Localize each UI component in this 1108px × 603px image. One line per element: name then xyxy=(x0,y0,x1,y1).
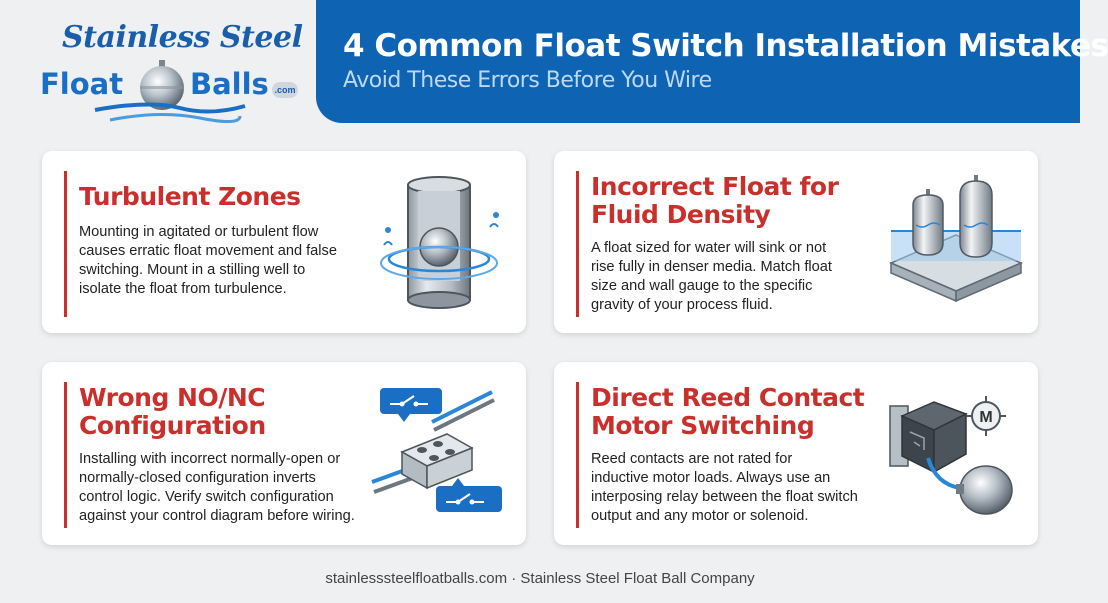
header-band xyxy=(316,0,1080,123)
card-title-line: Fluid Density xyxy=(591,200,771,229)
float-ball-logo-icon xyxy=(140,60,184,110)
water-swoosh-icon xyxy=(94,102,246,123)
card-body-line: rise fully in denser media. Match float xyxy=(591,259,832,275)
card-title-line: Direct Reed Contact xyxy=(591,383,865,412)
card-body-line: against your control diagram before wiri… xyxy=(79,508,355,524)
logo-balls-text: Balls xyxy=(190,67,269,101)
card-body-line: Reed contacts are not rated for xyxy=(591,451,793,467)
card-body: Reed contacts are not rated for inductiv… xyxy=(591,450,858,526)
card-body-line: output and any motor or solenoid. xyxy=(591,508,809,524)
card-title-line: Wrong NO/NC xyxy=(79,383,266,412)
logo: Stainless Steel Float Balls .com xyxy=(30,12,310,127)
card-body-line: isolate the float from turbulence. xyxy=(79,281,287,297)
card-title: Incorrect Float for Fluid Density xyxy=(591,172,839,229)
card-body: A float sized for water will sink or not… xyxy=(591,239,832,315)
card-body-line: size and wall gauge to the specific xyxy=(591,278,813,294)
card-title-line: Configuration xyxy=(79,411,266,440)
card-body-line: A float sized for water will sink or not xyxy=(591,240,827,256)
card-body-line: control logic. Verify switch configurati… xyxy=(79,489,334,505)
motor-symbol-label: M xyxy=(979,409,992,426)
card-body-line: gravity of your process fluid. xyxy=(591,297,773,313)
card-accent-bar xyxy=(576,171,579,317)
card-body-line: Installing with incorrect normally-open … xyxy=(79,451,341,467)
card-body: Installing with incorrect normally-open … xyxy=(79,450,355,526)
card-body: Mounting in agitated or turbulent flow c… xyxy=(79,223,337,299)
card-title-line: Turbulent Zones xyxy=(79,182,301,211)
card-title: Turbulent Zones xyxy=(79,183,301,211)
relay-motor-icon: M xyxy=(889,396,1013,515)
card-accent-bar xyxy=(576,382,579,528)
terminal-block-icon xyxy=(371,388,502,512)
card-accent-bar xyxy=(64,171,67,317)
card-body-line: interposing relay between the float swit… xyxy=(591,489,858,505)
card-title-line: Motor Switching xyxy=(591,411,815,440)
card-body-line: switching. Mount in a stilling well to xyxy=(79,262,306,278)
card-title: Direct Reed Contact Motor Switching xyxy=(591,383,865,440)
card-body-line: inductive motor loads. Always use an xyxy=(591,470,831,486)
card-title-line: Incorrect Float for xyxy=(591,172,839,201)
card-body-line: Mounting in agitated or turbulent flow xyxy=(79,224,319,240)
page-subtitle: Avoid These Errors Before You Wire xyxy=(343,68,712,93)
card-turbulent-zones: Turbulent Zones Mounting in agitated or … xyxy=(42,151,526,333)
card-title: Wrong NO/NC Configuration xyxy=(79,384,266,440)
card-reed-contact-motor: Direct Reed Contact Motor Switching Reed… xyxy=(554,362,1038,545)
logo-com-badge: .com xyxy=(272,82,298,98)
footer[interactable]: stainlesssteelfloatballs.com · Stainless… xyxy=(325,570,755,587)
card-no-nc-configuration: Wrong NO/NC Configuration Installing wit… xyxy=(42,362,526,545)
card-accent-bar xyxy=(64,382,67,528)
card-body-line: causes erratic float movement and false xyxy=(79,243,337,259)
logo-float-text: Float xyxy=(40,67,124,101)
card-body-line: normally-closed configuration inverts xyxy=(79,470,316,486)
logo-script-text: Stainless Steel xyxy=(62,20,303,55)
float-density-icon xyxy=(889,175,1023,303)
page-title: 4 Common Float Switch Installation Mista… xyxy=(343,28,1108,64)
stilling-well-icon xyxy=(380,176,499,309)
card-float-density: Incorrect Float for Fluid Density A floa… xyxy=(554,151,1038,333)
